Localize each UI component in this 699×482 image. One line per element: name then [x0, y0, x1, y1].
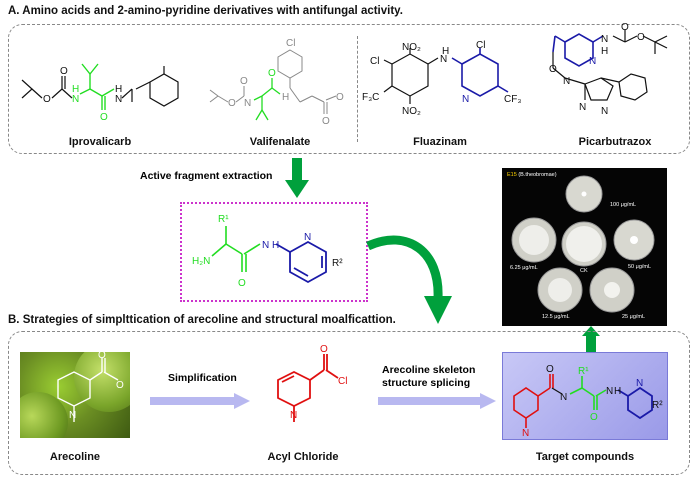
arecoline-structure: O O N	[57, 350, 124, 422]
svg-text:O: O	[240, 76, 248, 87]
section-b-frame	[8, 331, 690, 475]
simplification-label: Simplification	[168, 372, 237, 384]
fragment-box	[180, 202, 368, 302]
svg-text:H: H	[72, 84, 79, 95]
svg-text:O: O	[546, 364, 554, 375]
svg-text:CF₃: CF₃	[504, 94, 521, 105]
fluazinam-structure: NO₂ Cl F₃C NO₂ N H Cl N CF₃	[362, 40, 521, 117]
target-compounds-label: Target compounds	[535, 451, 635, 463]
svg-text:N: N	[262, 240, 269, 251]
svg-text:NO₂: NO₂	[402, 42, 421, 53]
svg-text:N: N	[563, 76, 570, 87]
svg-text:N: N	[636, 378, 643, 389]
picarbutrazox-structure: N N H O O O N N N	[549, 22, 668, 117]
svg-text:O: O	[60, 66, 68, 77]
section-a-title: A. Amino acids and 2-amino-pyridine deri…	[8, 5, 403, 17]
svg-text:O: O	[336, 92, 344, 103]
arecoline-label: Arecoline	[49, 451, 101, 463]
svg-text:N: N	[606, 386, 613, 397]
section-a-frame	[8, 24, 690, 154]
svg-text:N: N	[462, 94, 469, 105]
svg-text:NO₂: NO₂	[402, 106, 421, 117]
svg-text:O: O	[238, 278, 246, 289]
svg-text:N: N	[601, 34, 608, 45]
svg-text:O: O	[590, 412, 598, 423]
svg-text:Cl: Cl	[338, 376, 347, 387]
svg-text:N: N	[290, 410, 297, 421]
plate-ck	[561, 221, 607, 267]
section-b-title: B. Strategies of simplttication of areco…	[8, 314, 396, 326]
svg-text:N: N	[69, 410, 76, 421]
section-a-divider	[357, 36, 358, 142]
areca-nut-photo	[20, 352, 130, 438]
svg-text:N: N	[244, 98, 251, 109]
picarbutrazox-label: Picarbutrazox	[578, 136, 652, 148]
acyl-chloride-label: Acyl Chloride	[267, 451, 339, 463]
svg-text:H: H	[614, 386, 621, 397]
svg-text:N: N	[589, 56, 596, 67]
valifenalate-structure: Cl H O O N O O O	[209, 38, 344, 127]
active-fragment-label: Active fragment extraction	[140, 170, 273, 182]
simplification-arrow-icon	[150, 393, 250, 409]
svg-text:R¹: R¹	[218, 214, 229, 225]
target-compound-box	[502, 352, 668, 440]
svg-text:N: N	[72, 94, 79, 105]
plate-12-5	[537, 267, 583, 313]
svg-text:H: H	[442, 46, 449, 57]
svg-text:N: N	[522, 428, 529, 439]
plate-label-25: 25 μg/mL	[622, 314, 646, 320]
plate-label-ck: CK	[580, 268, 588, 274]
petri-dish-photo: E15 (B.theobromae) 100 μg/mL 6.25 μg/mL	[502, 168, 667, 326]
svg-text:R¹: R¹	[578, 366, 589, 377]
iprovalicarb-structure: O O N H O H N	[21, 63, 179, 123]
plate-25	[589, 267, 635, 313]
photo-title: E15 (B.theobromae)	[507, 172, 557, 178]
svg-text:N: N	[579, 102, 586, 113]
plate-label-50: 50 μg/mL	[628, 264, 652, 270]
fragment-structure: R¹ H₂N O N H N R²	[192, 214, 343, 289]
plate-label-12-5: 12.5 μg/mL	[542, 314, 570, 320]
svg-text:N: N	[560, 392, 567, 403]
svg-text:N: N	[440, 54, 447, 65]
plate-100	[565, 175, 603, 213]
svg-text:H₂N: H₂N	[192, 256, 210, 267]
svg-text:N: N	[304, 232, 311, 243]
svg-text:H: H	[272, 240, 279, 251]
svg-text:H: H	[115, 84, 122, 95]
svg-text:Cl: Cl	[370, 56, 379, 67]
fluazinam-label: Fluazinam	[413, 136, 467, 148]
svg-text:O: O	[621, 22, 629, 33]
plate-label-100: 100 μg/mL	[610, 202, 637, 208]
iprovalicarb-label: Iprovalicarb	[68, 136, 132, 148]
svg-text:O: O	[320, 344, 328, 355]
svg-text:O: O	[549, 64, 557, 75]
svg-text:N: N	[115, 94, 122, 105]
splicing-arrow-icon	[378, 393, 496, 409]
svg-text:O: O	[322, 116, 330, 127]
svg-text:H: H	[601, 46, 608, 57]
svg-text:O: O	[268, 68, 276, 79]
acyl-chloride-structure: O Cl N	[277, 344, 347, 422]
svg-text:R²: R²	[652, 400, 663, 411]
target-compound-structure: O N R¹ O N H N R² N	[513, 364, 663, 439]
svg-text:O: O	[100, 112, 108, 123]
svg-text:H: H	[282, 92, 289, 103]
svg-text:O: O	[43, 94, 51, 105]
svg-text:Cl: Cl	[286, 38, 295, 49]
svg-text:Cl: Cl	[476, 40, 485, 51]
plate-50	[613, 219, 655, 261]
svg-text:N: N	[601, 106, 608, 117]
down-arrow-green-icon	[285, 158, 309, 198]
svg-text:O: O	[228, 98, 236, 109]
valifenalate-label: Valifenalate	[249, 136, 311, 148]
plate-6-25	[511, 217, 557, 263]
svg-text:O: O	[98, 350, 106, 361]
splicing-label: Arecoline skeleton structure splicing	[382, 364, 476, 389]
svg-text:O: O	[637, 32, 645, 43]
svg-text:R²: R²	[332, 258, 343, 269]
svg-text:F₃C: F₃C	[362, 92, 379, 103]
svg-text:O: O	[116, 380, 124, 391]
curved-arrow-green-icon	[366, 235, 452, 324]
plate-label-6-25: 6.25 μg/mL	[510, 265, 538, 271]
